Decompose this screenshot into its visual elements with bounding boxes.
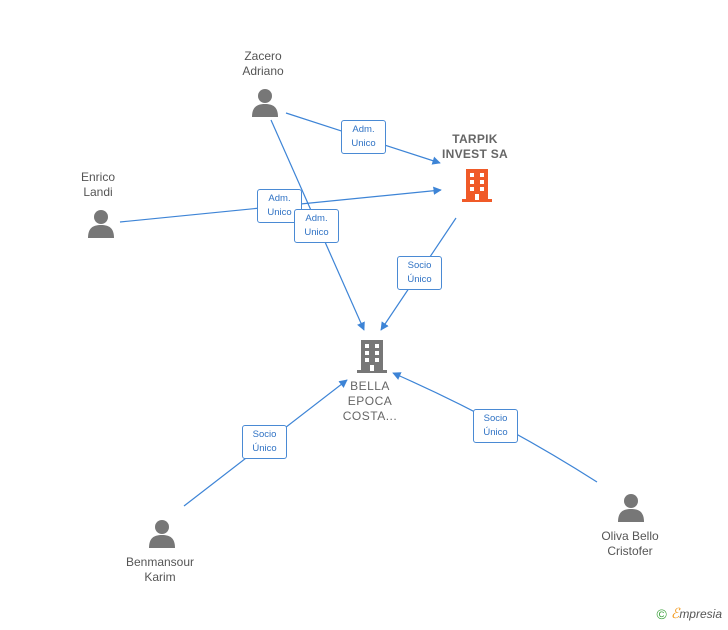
edge-label-oliva-bella[interactable]: Socio Único bbox=[473, 409, 518, 443]
building-icon[interactable] bbox=[356, 338, 388, 374]
brand-logo-e: ℰ bbox=[670, 606, 680, 622]
node-name-line: Zacero bbox=[244, 49, 282, 63]
person-icon[interactable] bbox=[87, 209, 115, 239]
node-name-line: BELLA bbox=[350, 379, 390, 393]
edge-label-line: Socio bbox=[407, 260, 432, 271]
edge-label-line: Unico bbox=[267, 207, 292, 218]
node-label-tarpik: TARPIK INVEST SA bbox=[430, 132, 520, 162]
node-name-line: TARPIK bbox=[452, 132, 498, 146]
node-label-bella: BELLA EPOCA COSTA... bbox=[334, 379, 406, 424]
edge-label-benmansour-bella[interactable]: Socio Único bbox=[242, 425, 287, 459]
edge-label-line: Unico bbox=[351, 138, 376, 149]
person-icon[interactable] bbox=[148, 519, 176, 549]
person-icon[interactable] bbox=[617, 493, 645, 523]
copyright-icon: © bbox=[656, 606, 667, 622]
edge-label-line: Adm. bbox=[352, 124, 375, 135]
edge-label-line: Socio bbox=[483, 413, 508, 424]
building-icon[interactable] bbox=[461, 167, 493, 203]
edge-label-line: Único bbox=[252, 443, 277, 454]
edge-label-line: Adm. bbox=[305, 213, 328, 224]
node-label-zacero: Zacero Adriano bbox=[225, 49, 301, 79]
edge-label-line: Único bbox=[407, 274, 432, 285]
brand-logo: ℰmpresia bbox=[671, 606, 722, 622]
person-icon[interactable] bbox=[251, 88, 279, 118]
edge-label-zacero-tarpik[interactable]: Adm. Unico bbox=[341, 120, 386, 154]
node-label-oliva: Oliva Bello Cristofer bbox=[584, 529, 676, 559]
node-name-line: Benmansour bbox=[125, 555, 195, 569]
edge-label-line: Adm. bbox=[268, 193, 291, 204]
node-name-line: EPOCA bbox=[347, 394, 393, 408]
node-name-line: Cristofer bbox=[607, 544, 653, 558]
node-name-line: COSTA... bbox=[342, 409, 398, 423]
edge-label-line: Unico bbox=[304, 227, 329, 238]
node-name-line: Landi bbox=[83, 185, 113, 199]
edge-label-zacero-bella[interactable]: Adm. Unico bbox=[294, 209, 339, 243]
edge-label-line: Único bbox=[483, 427, 508, 438]
node-name-line: INVEST SA bbox=[441, 147, 509, 161]
node-name-line: Enrico bbox=[80, 170, 115, 184]
node-label-benmansour: Benmansour Karim bbox=[114, 555, 206, 585]
brand-logo-text: mpresia bbox=[679, 607, 722, 621]
edge-label-line: Socio bbox=[252, 429, 277, 440]
node-name-line: Karim bbox=[144, 570, 176, 584]
node-name-line: Oliva Bello bbox=[601, 529, 659, 543]
node-label-enrico: Enrico Landi bbox=[62, 170, 134, 200]
brand-footer[interactable]: © ℰmpresia bbox=[657, 606, 723, 622]
edge-label-tarpik-bella[interactable]: Socio Único bbox=[397, 256, 442, 290]
node-name-line: Adriano bbox=[242, 64, 284, 78]
